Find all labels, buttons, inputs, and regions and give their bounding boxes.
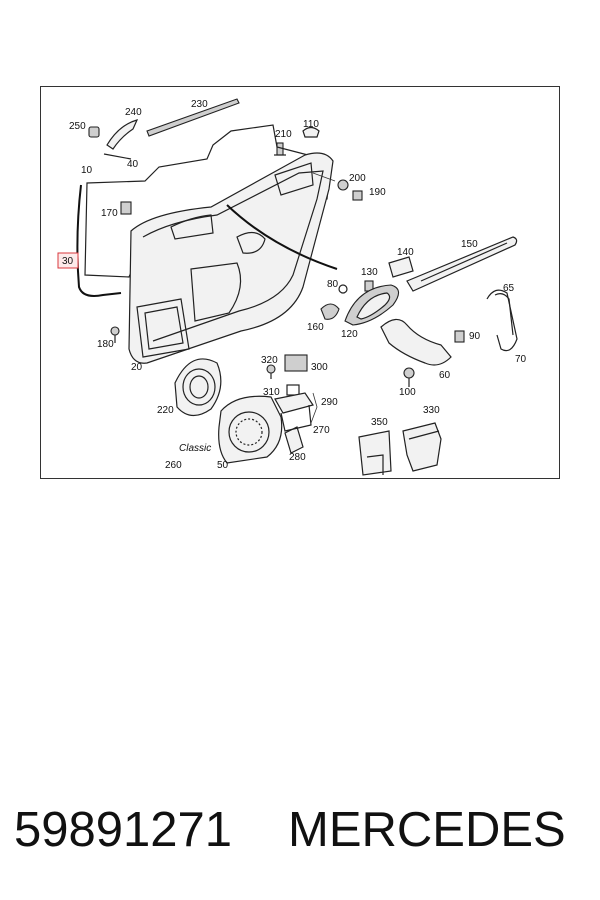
callout-320: 320 bbox=[261, 355, 278, 366]
clip-250 bbox=[88, 126, 100, 138]
callout-280: 280 bbox=[289, 452, 306, 463]
callout-300: 300 bbox=[311, 362, 328, 373]
speaker-ring-220 bbox=[174, 358, 222, 417]
callout-200: 200 bbox=[349, 173, 366, 184]
callout-330: 330 bbox=[423, 405, 440, 416]
callout-220: 220 bbox=[157, 405, 174, 416]
pull-handle-60 bbox=[380, 318, 452, 366]
fastener-200 bbox=[312, 172, 349, 191]
pin-40 bbox=[103, 153, 132, 160]
callout-150: 150 bbox=[461, 239, 478, 250]
storage-box-330 bbox=[402, 422, 442, 472]
callout-70: 70 bbox=[515, 354, 527, 365]
product-footer: 59891271 MERCEDES bbox=[14, 790, 594, 870]
wire-270 bbox=[310, 392, 318, 424]
callout-180: 180 bbox=[97, 339, 114, 350]
callout-30-highlight bbox=[57, 252, 79, 269]
callout-240: 240 bbox=[125, 107, 142, 118]
callout-270: 270 bbox=[313, 425, 330, 436]
callout-100: 100 bbox=[399, 387, 416, 398]
module-300 bbox=[284, 354, 308, 372]
callout-65: 65 bbox=[503, 283, 515, 294]
clip-90 bbox=[454, 330, 465, 343]
callout-10: 10 bbox=[81, 165, 93, 176]
parts-diagram: Classic 10 20 30 40 50 60 65 70 80 90 10… bbox=[40, 86, 560, 479]
callout-120: 120 bbox=[341, 329, 358, 340]
cup-holder-350 bbox=[358, 430, 392, 476]
part-number: 59891271 bbox=[14, 803, 233, 857]
callout-210: 210 bbox=[275, 129, 292, 140]
inner-handle-bezel-120 bbox=[344, 284, 400, 326]
screw-180 bbox=[110, 326, 120, 343]
callout-130: 130 bbox=[361, 267, 378, 278]
door-trim-panel-20 bbox=[128, 152, 334, 364]
holder-290 bbox=[274, 392, 314, 432]
callout-310: 310 bbox=[263, 387, 280, 398]
screw-100 bbox=[403, 367, 415, 387]
callout-140: 140 bbox=[397, 247, 414, 258]
callout-110: 110 bbox=[303, 119, 319, 130]
screw-320 bbox=[266, 364, 276, 379]
callout-170: 170 bbox=[101, 208, 118, 219]
callout-160: 160 bbox=[307, 322, 324, 333]
connector-310 bbox=[286, 384, 300, 396]
callout-290: 290 bbox=[321, 397, 338, 408]
fastener-190 bbox=[352, 190, 363, 201]
brand-name: MERCEDES bbox=[288, 803, 566, 857]
callout-90: 90 bbox=[469, 331, 481, 342]
callout-50: 50 bbox=[217, 460, 229, 471]
corner-cap-240 bbox=[106, 119, 139, 150]
switch-unit-140 bbox=[388, 256, 414, 278]
ring-160 bbox=[320, 303, 340, 320]
clip-170 bbox=[120, 201, 132, 215]
nut-80 bbox=[338, 284, 348, 294]
seal-strip-230 bbox=[146, 98, 240, 137]
callout-60: 60 bbox=[439, 370, 451, 381]
callout-260: 260 bbox=[165, 460, 182, 471]
opener-cable bbox=[226, 204, 338, 270]
grommet-110 bbox=[302, 126, 320, 138]
callout-40: 40 bbox=[127, 159, 139, 170]
callout-350: 350 bbox=[371, 417, 388, 428]
door-panel-exploded-view: Classic 10 20 30 40 50 60 65 70 80 90 10… bbox=[57, 98, 527, 476]
seal-cord-30 bbox=[76, 184, 122, 297]
callout-190: 190 bbox=[369, 187, 386, 198]
callout-250: 250 bbox=[69, 121, 86, 132]
classic-script-badge: Classic bbox=[179, 443, 211, 454]
callout-20: 20 bbox=[131, 362, 143, 373]
grab-handle-70 bbox=[486, 289, 518, 352]
callout-80: 80 bbox=[327, 279, 339, 290]
callout-30: 30 bbox=[62, 256, 74, 267]
armrest-strip-150 bbox=[406, 236, 518, 292]
callout-230: 230 bbox=[191, 99, 208, 110]
speaker-grille-50 bbox=[218, 395, 283, 464]
